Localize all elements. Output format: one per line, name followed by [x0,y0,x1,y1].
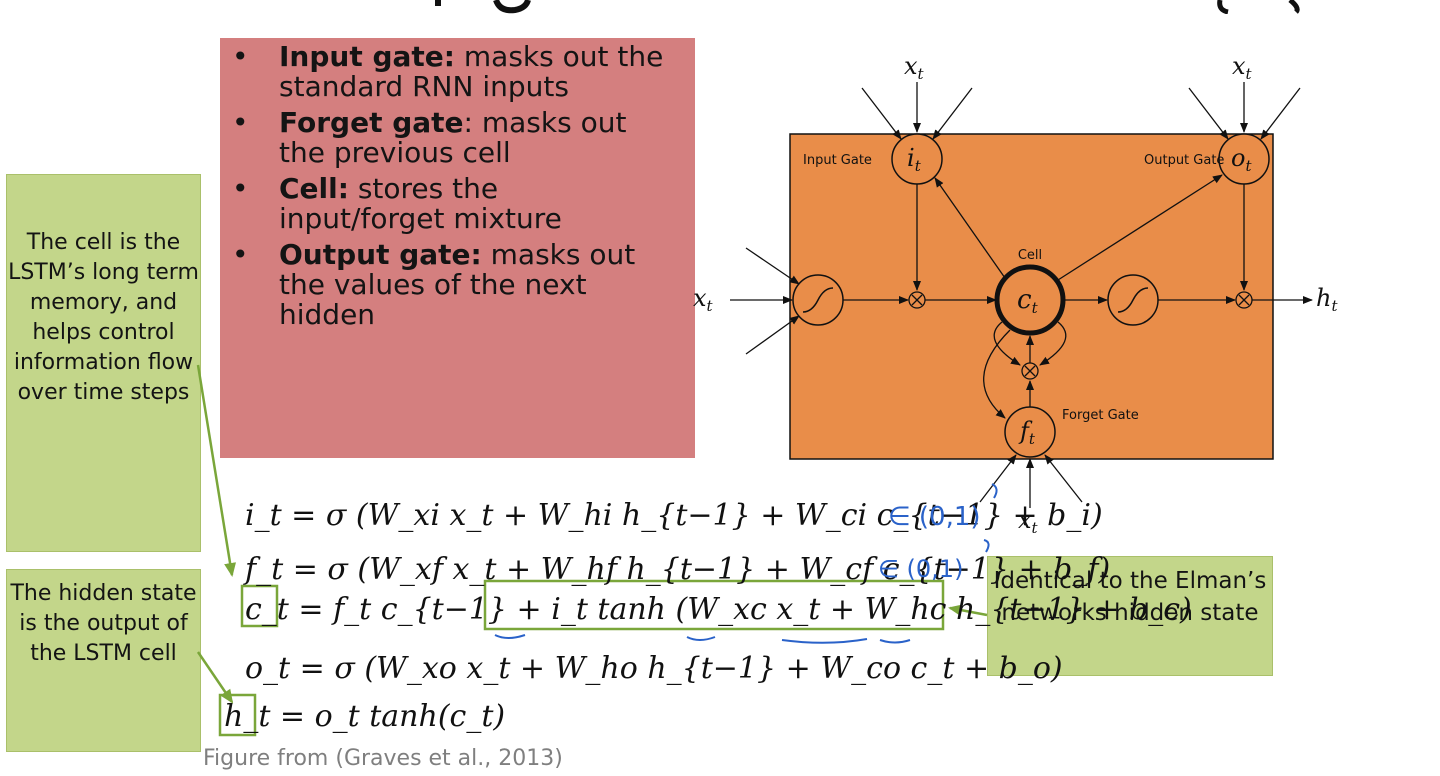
input-x-bottom: xt [1018,506,1039,537]
multiply-icon [1238,294,1250,306]
handwritten-underline-xt [686,636,716,641]
multiply-icon [911,294,923,306]
gate-bullet-list: Input gate: masks out the standard RNN i… [220,42,695,336]
equation-cell: c_t = f_t c_{t−1} + i_t tanh (W_xc x_t +… [245,592,1192,627]
gate-o-symbol: ot [1231,144,1252,175]
forget-gate-label: Forget Gate [1062,408,1139,423]
cell-label: Cell [1018,248,1042,263]
cell-c-symbol: ct [1017,285,1039,317]
gate-i-symbol: it [907,144,922,175]
ct-highlight-box [240,584,279,628]
gate-descriptions-box: Input gate: masks out the standard RNN i… [220,38,695,458]
handwritten-underline-ht [781,638,868,644]
handwritten-underline-bc [879,639,911,644]
multiply-icon [1024,365,1036,377]
input-x-left: xt [693,284,714,315]
equation-forget-gate: f_t = σ (W_xf x_t + W_hf h_{t−1} + W_cf … [243,552,1110,587]
output-gate-label: Output Gate [1144,153,1224,168]
bullet-cell: Cell: stores the input/forget mixture [220,174,579,234]
input-x-top-left: xt [904,52,925,83]
title-glyph-fragment [1288,0,1300,14]
handwritten-range-2: ∈ (0,1) [878,555,963,583]
hidden-state-note: The hidden state is the output of the LS… [6,569,201,752]
slide-title-fragment [0,0,1440,14]
elman-note: Identical to the Elman’s networks hidden… [987,556,1273,676]
sigmoid-curve-icon [802,287,834,313]
handwritten-underline-tanh [494,634,526,639]
input-x-top-right: xt [1232,52,1253,83]
equation-hidden: h_t = o_t tanh(c_t) [224,699,505,734]
elman-note-connector [948,604,988,617]
equation-input-gate: i_t = σ (W_xi x_t + W_hi h_{t−1} + W_ci … [245,498,1103,533]
input-gate-label: Input Gate [803,153,872,168]
handwritten-bracket-marks [983,483,998,553]
title-glyph-fragment [493,0,531,14]
figure-caption: Figure from (Graves et al., 2013) [203,746,563,771]
handwritten-range-1: ∈ (0,1) [888,502,981,532]
ht-highlight-box [218,693,257,737]
output-h-symbol: ht [1316,284,1338,315]
bullet-forget-gate: Forget gate: masks out the previous cell [220,108,675,168]
bullet-output-gate: Output gate: masks out the values of the… [220,240,675,330]
title-glyph-fragment [1217,0,1229,14]
sigmoid-curve-icon [1117,287,1149,313]
cell-note-connector [196,364,237,577]
hidden-note-connector [196,651,234,704]
bullet-input-gate: Input gate: masks out the standard RNN i… [220,42,675,102]
cell-memory-note: The cell is the LSTM’s long term memory,… [6,174,201,552]
equation-output-gate: o_t = σ (W_xo x_t + W_ho h_{t−1} + W_co … [245,651,1063,686]
tanh-highlight-box [483,579,945,631]
